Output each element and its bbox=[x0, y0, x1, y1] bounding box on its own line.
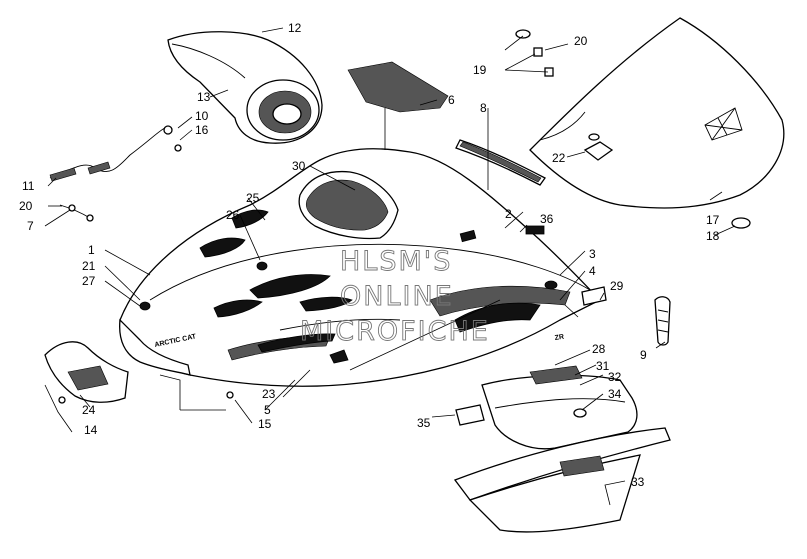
callout-12: 12 bbox=[288, 21, 302, 35]
callout-34: 34 bbox=[608, 387, 622, 401]
callout-36: 36 bbox=[540, 212, 554, 226]
watermark: HLSM'S ONLINE MICROFICHE bbox=[300, 246, 490, 348]
callout-28: 28 bbox=[592, 342, 606, 356]
cable-assembly bbox=[49, 125, 182, 222]
callout-18: 18 bbox=[706, 229, 720, 243]
callout-25: 25 bbox=[246, 191, 260, 205]
callout-20-left: 20 bbox=[19, 199, 33, 213]
watermark-line-1: HLSM'S bbox=[340, 246, 452, 277]
storage-box bbox=[481, 365, 638, 450]
callout-15: 15 bbox=[258, 417, 272, 431]
callout-labels: 12 13 10 16 11 20 7 1 21 27 25 26 30 6 8… bbox=[19, 21, 720, 489]
decal-35 bbox=[455, 404, 485, 426]
callout-31: 31 bbox=[596, 359, 610, 373]
callout-27: 27 bbox=[82, 274, 96, 288]
strap-9 bbox=[654, 296, 671, 346]
callout-35: 35 bbox=[417, 416, 431, 430]
callout-24: 24 bbox=[82, 403, 96, 417]
callout-30: 30 bbox=[292, 159, 306, 173]
callout-6: 6 bbox=[448, 93, 455, 107]
console-duct bbox=[167, 31, 323, 144]
callout-22: 22 bbox=[552, 151, 566, 165]
washer-18 bbox=[731, 217, 751, 229]
lower-panel-33 bbox=[453, 427, 671, 533]
callout-5: 5 bbox=[264, 403, 271, 417]
callout-13: 13 bbox=[197, 90, 211, 104]
windshield-hardware bbox=[515, 29, 614, 161]
windshield bbox=[529, 17, 785, 209]
side-panel-24 bbox=[44, 341, 129, 403]
callout-16: 16 bbox=[195, 123, 209, 137]
leader-lines bbox=[44, 27, 736, 506]
trim-strip-8 bbox=[455, 139, 546, 186]
callout-33: 33 bbox=[631, 475, 645, 489]
callout-4: 4 bbox=[589, 264, 596, 278]
decal-29 bbox=[581, 286, 607, 306]
callout-29: 29 bbox=[610, 279, 624, 293]
callout-10: 10 bbox=[195, 109, 209, 123]
callout-32: 32 bbox=[608, 370, 622, 384]
callout-11: 11 bbox=[22, 179, 35, 193]
callout-26: 26 bbox=[226, 208, 240, 222]
callout-7: 7 bbox=[27, 219, 34, 233]
callout-2: 2 bbox=[505, 207, 512, 221]
callout-23: 23 bbox=[262, 387, 276, 401]
callout-1: 1 bbox=[88, 243, 95, 257]
hood bbox=[119, 148, 602, 387]
callout-17: 17 bbox=[706, 213, 720, 227]
callout-3: 3 bbox=[589, 247, 596, 261]
callout-8: 8 bbox=[480, 101, 487, 115]
callout-9: 9 bbox=[640, 348, 647, 362]
callout-14: 14 bbox=[84, 423, 98, 437]
watermark-line-2: ONLINE bbox=[340, 281, 454, 312]
watermark-line-3: MICROFICHE bbox=[300, 316, 490, 347]
decal-6 bbox=[347, 61, 449, 113]
model-decal: ZR bbox=[554, 334, 564, 342]
callout-20-right: 20 bbox=[574, 34, 588, 48]
fastener-14 bbox=[58, 396, 66, 404]
callout-21: 21 bbox=[82, 259, 96, 273]
callout-19: 19 bbox=[473, 63, 487, 77]
fastener-15 bbox=[226, 391, 234, 399]
